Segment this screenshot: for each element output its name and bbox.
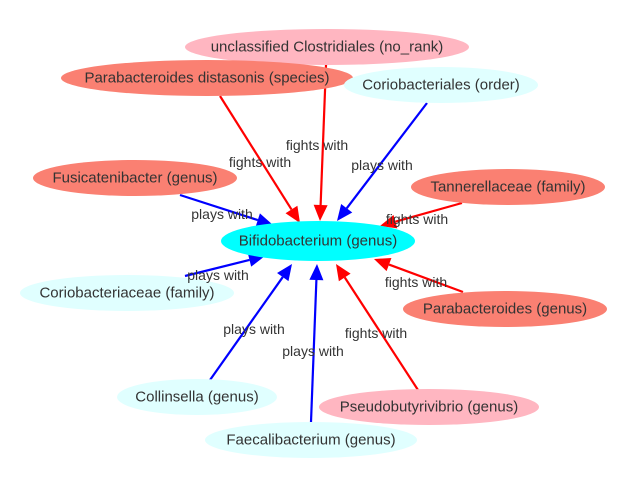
node-ellipse[interactable] [117,379,277,415]
arrowhead-icon [374,257,392,272]
edge-line [345,102,428,209]
node-label: Parabacteroides (genus) [423,301,587,318]
node-faecalibacterium[interactable]: Faecalibacterium (genus) [205,422,417,458]
edge-faecalibacterium-to-bifido [309,264,324,423]
arrowhead-icon [336,264,351,282]
edge-label: plays with [223,321,284,337]
node-coriobacteriaceae[interactable]: Coriobacteriaceae (family) [20,275,234,311]
node-pseudobutyrivibrio[interactable]: Pseudobutyrivibrio (genus) [319,389,539,425]
edge-fusicatenibacter-to-bifido [179,193,273,227]
node-label: Coriobacteriaceae (family) [39,285,214,302]
edge-label: fights with [385,274,447,290]
edge-label: plays with [282,343,343,359]
node-label: Coriobacteriales (order) [362,77,520,94]
edge-label: plays with [191,206,252,222]
edge-line [343,276,419,391]
node-label: Faecalibacterium (genus) [226,432,395,449]
node-coriobacteriales[interactable]: Coriobacteriales (order) [344,67,538,103]
edge-line [179,193,259,222]
edge-line [309,279,318,423]
node-fusicatenibacter[interactable]: Fusicatenibacter (genus) [33,160,237,196]
edge-line [388,263,464,294]
edge-pseudobutyrivibrio-to-bifido [336,264,419,391]
arrowhead-icon [277,264,292,282]
node-pdistasonis[interactable]: Parabacteroides distasonis (species) [61,60,353,96]
node-tannerellaceae[interactable]: Tannerellaceae (family) [411,169,605,205]
node-ellipse[interactable] [411,169,605,205]
arrowhead-icon [285,205,300,223]
edge-label: plays with [351,157,412,173]
node-clostridiales[interactable]: unclassified Clostridiales (no_rank) [185,29,469,65]
node-label: Fusicatenibacter (genus) [52,170,217,187]
edge-tannerellaceae-to-bifido [380,201,463,229]
edge-pdistasonis-to-bifido [219,95,300,223]
edge-line [219,95,293,211]
node-ellipse[interactable] [20,275,234,311]
edge-label: fights with [345,325,407,341]
node-label: Collinsella (genus) [135,389,258,406]
edge-line [395,201,463,223]
edge-label: fights with [386,211,448,227]
node-ellipse[interactable] [185,29,469,65]
arrowhead-icon [337,204,353,221]
node-ellipse[interactable] [319,389,539,425]
nodes-layer: unclassified Clostridiales (no_rank) Para… [20,29,607,458]
edge-collinsella-to-bifido [209,264,292,381]
node-ellipse[interactable] [61,60,353,96]
node-ellipse[interactable] [221,221,415,261]
edge-parabacteroides-to-bifido [374,257,464,294]
arrowhead-icon [309,264,324,281]
arrowhead-icon [255,213,273,227]
edge-label: fights with [229,154,291,170]
arrowhead-icon [380,214,398,229]
edge-coriobacteriales-to-bifido [337,102,428,221]
node-label: Bifidobacterium (genus) [239,233,397,250]
edge-line [209,276,284,381]
node-ellipse[interactable] [403,291,607,327]
node-parabacteroides[interactable]: Parabacteroides (genus) [403,291,607,327]
node-collinsella[interactable]: Collinsella (genus) [117,379,277,415]
arrowhead-icon [313,204,328,221]
node-ellipse[interactable] [205,422,417,458]
node-ellipse[interactable] [344,67,538,103]
node-label: Tannerellaceae (family) [430,179,585,196]
node-ellipse[interactable] [33,160,237,196]
edge-label: plays with [187,267,248,283]
node-bifido[interactable]: Bifidobacterium (genus) [221,221,415,261]
node-label: unclassified Clostridiales (no_rank) [211,39,444,56]
node-label: Pseudobutyrivibrio (genus) [340,399,518,416]
node-label: Parabacteroides distasonis (species) [84,70,329,87]
edge-line [184,258,250,278]
edge-label: fights with [286,137,348,153]
